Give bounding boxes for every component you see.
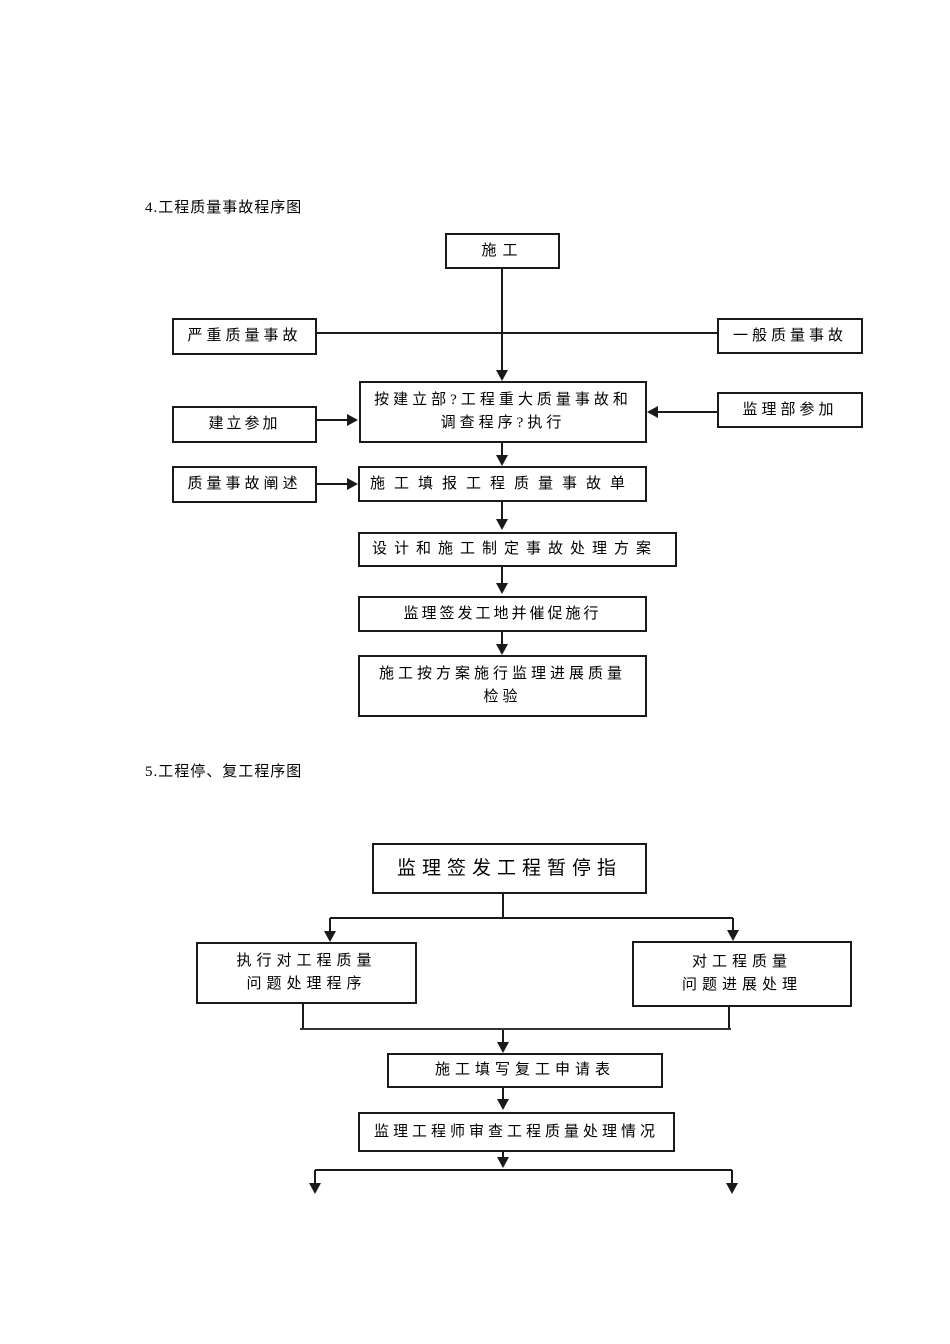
arrowhead-down-icon (324, 931, 336, 942)
flow4-node-supervision-dept-participates: 监理部参加 (717, 392, 863, 428)
connector-line (731, 1170, 733, 1183)
node-text-line: 按建立部?工程重大质量事故和 (374, 392, 632, 408)
connector-line (502, 1030, 504, 1042)
flow5-node-supervisor-reviews-quality-handling: 监理工程师审查工程质量处理情况 (358, 1112, 675, 1152)
arrowhead-right-icon (347, 478, 358, 490)
arrowhead-down-icon (497, 1157, 509, 1168)
arrowhead-down-icon (496, 455, 508, 466)
connector-line (501, 443, 503, 455)
node-text-line: 对工程质量 (691, 954, 792, 970)
flow4-node-severe-quality-accident: 严重质量事故 (172, 318, 317, 355)
connector-line (317, 332, 717, 334)
connector-line (502, 1088, 504, 1099)
arrowhead-left-icon (647, 406, 658, 418)
connector-line (329, 918, 331, 931)
node-text-line: 检验 (483, 689, 522, 705)
connector-line (302, 1004, 304, 1028)
connector-line (501, 632, 503, 644)
arrowhead-down-icon (309, 1183, 321, 1194)
node-text-line: 调查程序?执行 (440, 415, 566, 431)
section5-heading: 5.工程停、复工程序图 (145, 764, 303, 780)
flow4-node-construction: 施工 (445, 233, 560, 269)
arrowhead-right-icon (347, 414, 358, 426)
connector-line (732, 918, 734, 930)
node-text-line: 问题进展处理 (681, 977, 802, 993)
node-text-line: 施工按方案施行监理进展质量 (378, 666, 626, 682)
flow5-node-quality-progress-handling: 对工程质量 问题进展处理 (632, 941, 852, 1007)
flow4-node-design-construction-make-plan: 设计和施工制定事故处理方案 (358, 532, 677, 567)
flow4-node-accident-statement: 质量事故阐述 (172, 466, 317, 503)
node-text-line: 问题处理程序 (246, 976, 367, 992)
connector-line (330, 917, 733, 919)
connector-line (728, 1007, 730, 1028)
connector-line (317, 483, 347, 485)
flow5-node-execute-quality-procedure: 执行对工程质量 问题处理程序 (196, 942, 417, 1004)
flow4-node-construction-per-plan-inspection: 施工按方案施行监理进展质量 检验 (358, 655, 647, 717)
arrowhead-down-icon (497, 1099, 509, 1110)
flow4-node-supervisor-signs-and-urges: 监理签发工地并催促施行 (358, 596, 647, 632)
arrowhead-down-icon (726, 1183, 738, 1194)
flow4-node-establishment-participates: 建立参加 (172, 406, 317, 443)
connector-line (502, 894, 504, 918)
flow4-node-follow-ministry-procedure: 按建立部?工程重大质量事故和 调查程序?执行 (359, 381, 647, 443)
flow5-node-resume-application: 施工填写复工申请表 (387, 1053, 663, 1088)
connector-line (300, 1027, 731, 1030)
arrowhead-down-icon (727, 930, 739, 941)
connector-line (502, 1152, 504, 1157)
arrowhead-down-icon (496, 583, 508, 594)
connector-line (658, 411, 717, 413)
flow4-node-general-quality-accident: 一般质量事故 (717, 318, 863, 354)
arrowhead-down-icon (496, 370, 508, 381)
section4-heading: 4.工程质量事故程序图 (145, 200, 303, 216)
arrowhead-down-icon (496, 519, 508, 530)
arrowhead-down-icon (496, 644, 508, 655)
connector-line (501, 502, 503, 519)
connector-line (315, 1169, 732, 1171)
connector-line (501, 269, 503, 371)
connector-line (317, 419, 347, 421)
flow4-node-contractor-fills-accident-form: 施工填报工程质量事故单 (358, 466, 647, 502)
connector-line (501, 567, 503, 583)
arrowhead-down-icon (497, 1042, 509, 1053)
node-text-line: 执行对工程质量 (236, 953, 377, 969)
flow5-node-suspend-order: 监理签发工程暂停指 (372, 843, 647, 894)
connector-line (314, 1170, 316, 1183)
